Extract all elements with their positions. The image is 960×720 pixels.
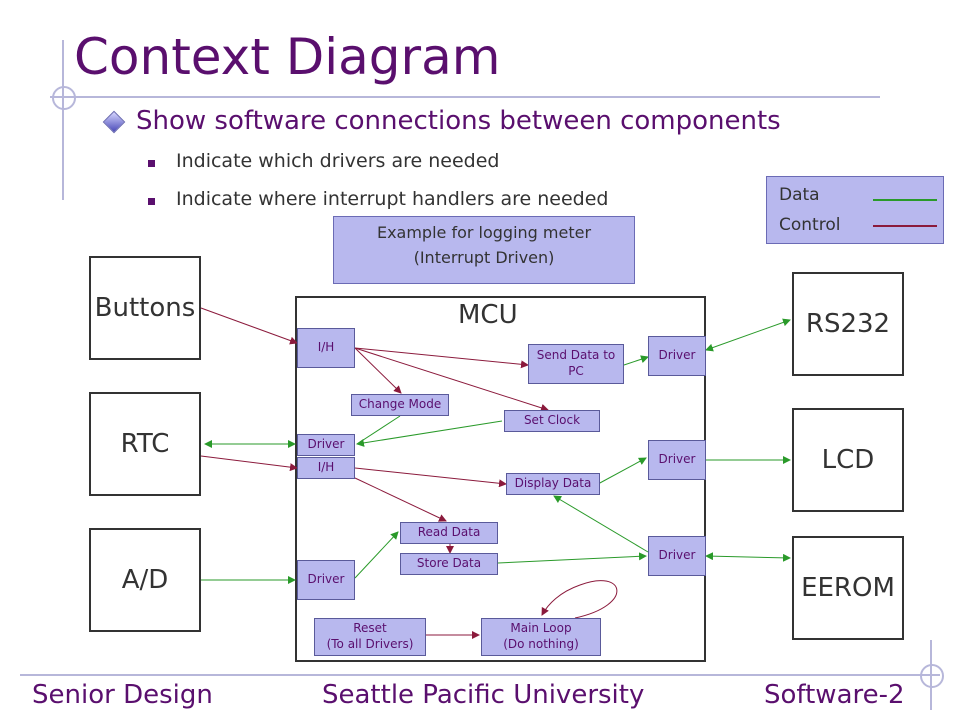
data-wire [356, 415, 401, 445]
footer-center: Seattle Pacific University [322, 680, 645, 710]
interrupt-handler-buttons: I/H [297, 328, 355, 368]
square-bullet-icon [148, 198, 155, 205]
eerom-box: EEROM [792, 536, 904, 640]
rtc-box: RTC [89, 392, 201, 496]
main-loop-self-arrow [541, 580, 618, 619]
legend-data-line [873, 199, 937, 201]
send-data-line-2: PC [568, 364, 584, 378]
data-wire [354, 531, 399, 579]
example-line-1: Example for logging meter [376, 223, 592, 242]
data-wire [705, 552, 791, 562]
store-data-block: Store Data [400, 553, 498, 575]
legend-data-label: Data [779, 185, 820, 205]
frame-circle-bottom-right [920, 664, 944, 688]
change-mode-block: Change Mode [351, 394, 449, 416]
footer-left: Senior Design [32, 680, 213, 710]
sub-bullet-2: Indicate where interrupt handlers are ne… [176, 188, 609, 210]
data-wire [356, 420, 503, 447]
main-loop-line-2: (Do nothing) [503, 637, 579, 651]
driver-rs232: Driver [648, 336, 706, 376]
frame-line-bottom [20, 674, 940, 676]
example-note: Example for logging meter (Interrupt Dri… [333, 216, 635, 284]
buttons-box: Buttons [89, 256, 201, 360]
main-loop-line-1: Main Loop [510, 621, 572, 636]
square-bullet-icon [148, 160, 155, 167]
main-bullet: Show software connections between compon… [136, 106, 781, 136]
slide-title: Context Diagram [74, 28, 501, 86]
driver-lcd: Driver [648, 440, 706, 480]
lcd-box: LCD [792, 408, 904, 512]
sub-bullet-1: Indicate which drivers are needed [176, 150, 500, 172]
driver-ad: Driver [297, 560, 355, 600]
mcu-label: MCU [458, 300, 518, 330]
control-wire [354, 467, 507, 488]
data-wire [705, 318, 791, 352]
driver-eerom: Driver [648, 536, 706, 576]
control-wire [200, 455, 298, 472]
frame-line-top [50, 96, 880, 98]
reset-line-1: Reset [353, 621, 387, 636]
data-wire [623, 355, 649, 366]
legend-control-label: Control [779, 215, 841, 235]
reset-line-2: (To all Drivers) [326, 637, 414, 651]
control-wire [200, 307, 298, 345]
reset-block: Reset (To all Drivers) [314, 618, 426, 656]
display-data-block: Display Data [506, 473, 600, 495]
data-wire [497, 552, 647, 564]
ad-box: A/D [89, 528, 201, 632]
main-loop-block: Main Loop (Do nothing) [481, 618, 601, 656]
legend-control-line [873, 225, 937, 227]
read-data-block: Read Data [400, 522, 498, 544]
footer-right: Software-2 [764, 680, 905, 710]
interrupt-handler-rtc: I/H [297, 457, 355, 479]
data-wire [553, 495, 649, 553]
send-data-line-1: Send Data to [536, 348, 616, 363]
control-wire [354, 347, 549, 412]
frame-circle-top-left [52, 86, 76, 110]
driver-rtc: Driver [297, 434, 355, 456]
legend: Data Control [766, 176, 944, 244]
control-wire [354, 477, 447, 522]
send-data-block: Send Data to PC [528, 344, 624, 384]
set-clock-block: Set Clock [504, 410, 600, 432]
example-line-2: (Interrupt Driven) [413, 247, 555, 267]
control-wire [354, 347, 402, 394]
data-wire [597, 457, 647, 485]
frame-line-left [62, 40, 64, 200]
rs232-box: RS232 [792, 272, 904, 376]
control-wire [354, 347, 529, 369]
